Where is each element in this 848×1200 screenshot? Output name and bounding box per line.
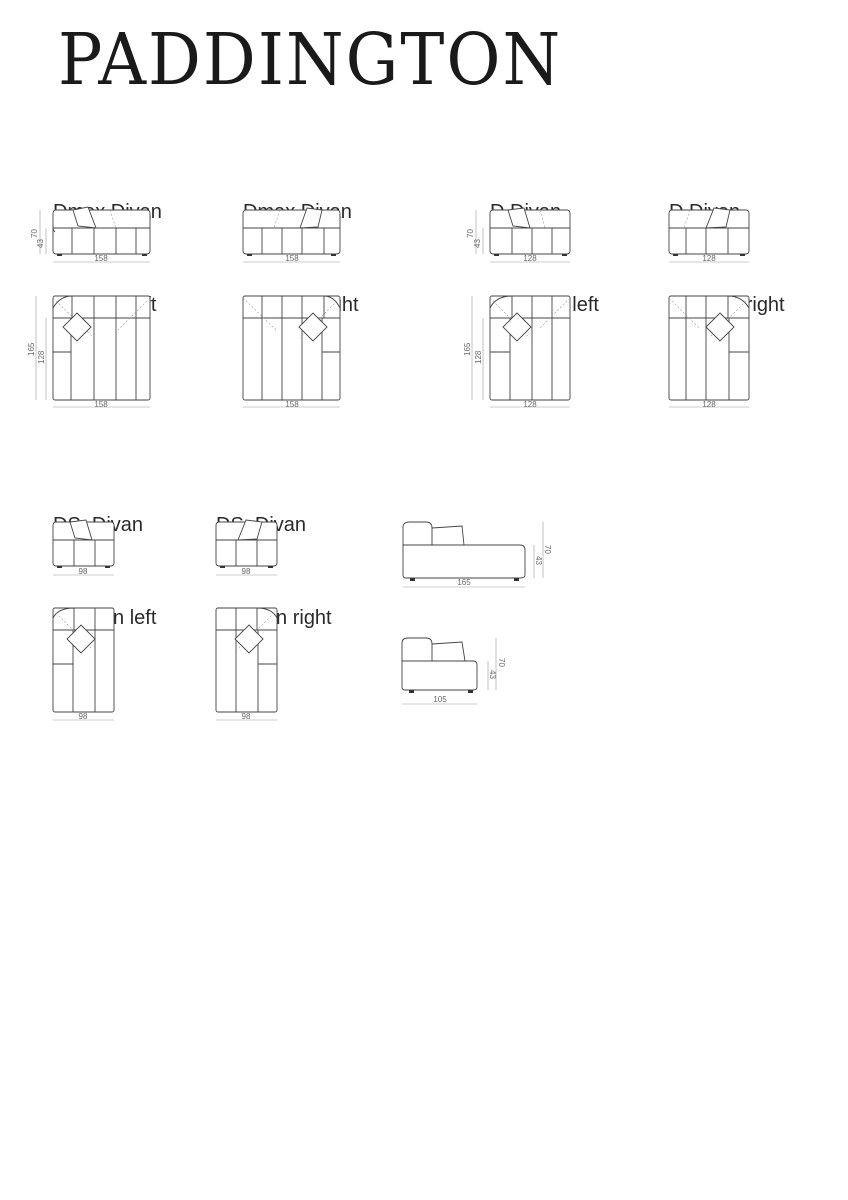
top-view-d-left	[471, 295, 571, 408]
top-view-ds-left	[52, 607, 115, 721]
top-view-d-right	[668, 295, 750, 408]
dim-width: 128	[523, 400, 537, 409]
dim-seat-height: 43	[473, 239, 482, 248]
dim-width: 98	[79, 567, 88, 576]
dim-width: 158	[285, 254, 299, 263]
page-title: PADDINGTON	[58, 18, 563, 102]
side-view-105	[401, 637, 497, 705]
dim-width: 98	[242, 712, 251, 721]
dim-width: 98	[79, 712, 88, 721]
dim-seat-depth: 128	[474, 350, 483, 364]
dim-length: 105	[433, 695, 447, 704]
top-view-ds-right	[215, 607, 278, 721]
dim-width: 158	[94, 400, 108, 409]
top-view-dmax-left	[35, 295, 151, 408]
front-view-dmax-right	[242, 207, 341, 263]
dim-width: 128	[702, 400, 716, 409]
front-view-d-left	[475, 207, 571, 263]
front-view-ds-left	[52, 519, 115, 576]
dim-height: 70	[497, 658, 506, 667]
front-view-d-right	[668, 207, 750, 263]
dim-width: 128	[702, 254, 716, 263]
dim-width: 128	[523, 254, 537, 263]
front-view-ds-right	[215, 519, 278, 576]
front-view-dmax-left	[39, 206, 151, 263]
dim-depth: 165	[27, 342, 36, 356]
dim-seat-depth: 128	[37, 350, 46, 364]
dim-length: 165	[457, 578, 471, 587]
dim-height: 70	[466, 229, 475, 238]
dim-seat-height: 43	[534, 556, 543, 565]
dim-height: 70	[543, 545, 552, 554]
side-view-chaise-165	[402, 521, 544, 588]
dim-height: 70	[30, 229, 39, 238]
dim-depth: 165	[463, 342, 472, 356]
dim-seat-height: 43	[488, 670, 497, 679]
dim-width: 158	[285, 400, 299, 409]
dim-width: 98	[242, 567, 251, 576]
dim-seat-height: 43	[36, 239, 45, 248]
top-view-dmax-right	[242, 295, 341, 408]
dim-width: 158	[94, 254, 108, 263]
